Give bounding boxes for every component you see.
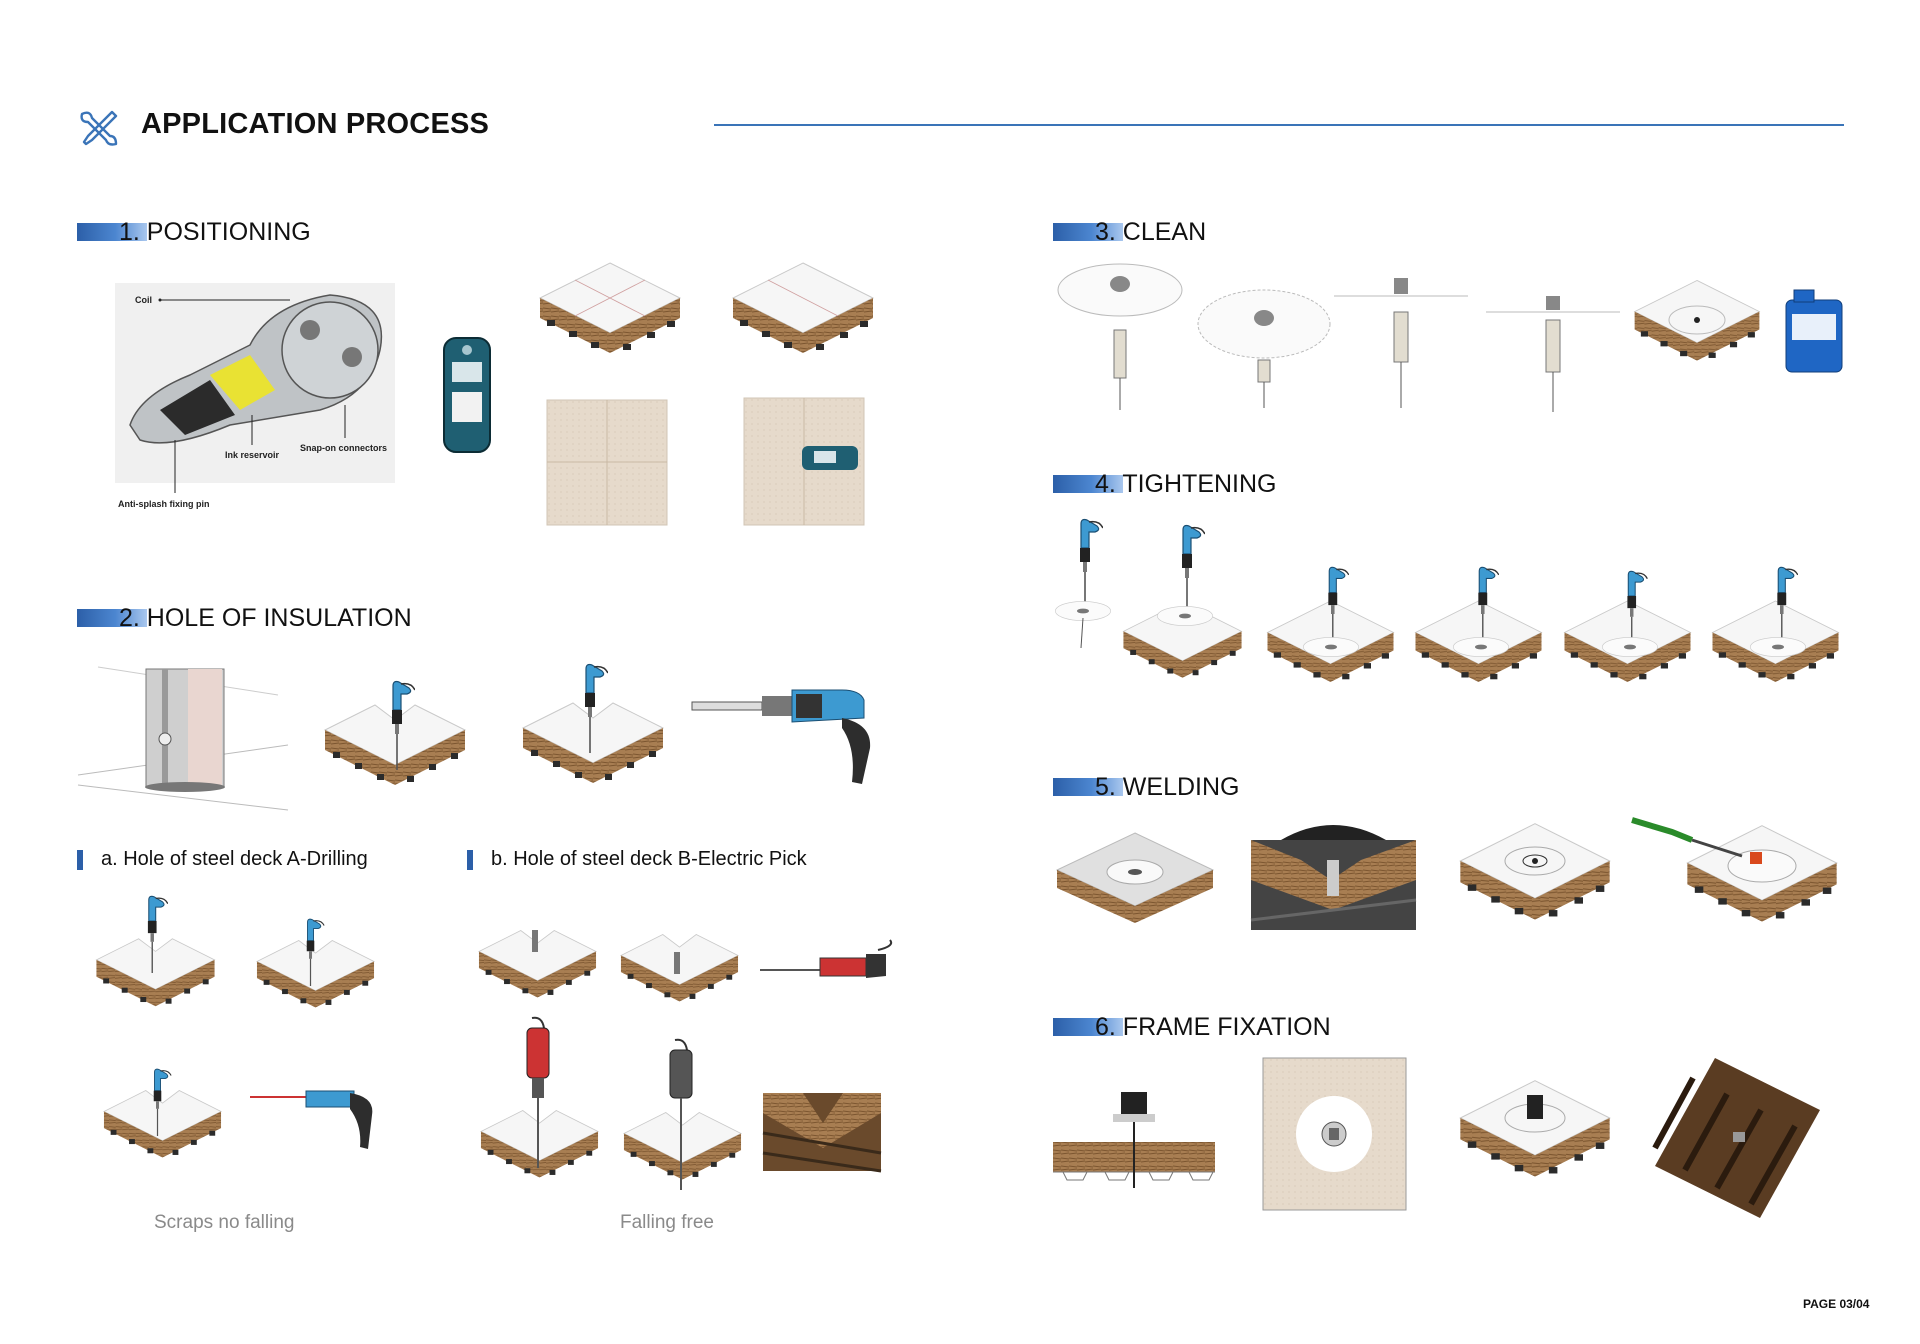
steel-deck-bottom-view	[1652, 1058, 1820, 1218]
section-title: 6. FRAME FIXATION	[1095, 1012, 1331, 1041]
insulation-block-marked-2	[728, 258, 878, 368]
label-snap-on-connectors: Snap-on connectors	[300, 443, 387, 453]
label-anti-splash-pin: Anti-splash fixing pin	[118, 499, 210, 509]
caption-scraps-no-falling: Scraps no falling	[154, 1212, 295, 1233]
welding-step-4	[1631, 817, 1838, 923]
section-frame-heading: 6. FRAME FIXATION	[1053, 1013, 1331, 1041]
tighten-step-1	[1055, 518, 1111, 649]
drill-step-a2	[256, 918, 375, 1008]
tighten-step-5	[1564, 570, 1691, 683]
cleaning-agent-canister	[1785, 289, 1843, 373]
section-welding-heading: 5. WELDING	[1053, 773, 1239, 801]
washer-step-1	[1057, 263, 1183, 410]
wall-scanner-image	[442, 336, 492, 454]
board-top-view-scanner	[743, 397, 865, 526]
drill-step-a4	[250, 1090, 373, 1149]
tighten-step-2	[1122, 524, 1243, 679]
frame-top-view	[1262, 1057, 1407, 1211]
pick-step-b1	[478, 930, 597, 998]
section-hole-heading: 2. HOLE OF INSULATION	[77, 604, 412, 632]
tools-icon	[76, 108, 120, 150]
section-title: 4. TIGHTENING	[1095, 469, 1277, 498]
frame-on-block	[1459, 1080, 1611, 1178]
welding-step-3	[1459, 823, 1611, 921]
hole-saw-image	[77, 666, 289, 811]
pick-step-b4	[480, 1016, 599, 1178]
welding-cutaway	[1250, 825, 1417, 930]
frame-cross-section	[1053, 1092, 1215, 1188]
pick-step-b5	[623, 1038, 742, 1190]
section-clean-heading: 3. CLEAN	[1053, 218, 1206, 246]
subsection-a-title: a. Hole of steel deck A-Drilling	[101, 848, 368, 870]
label-coil: Coil	[135, 295, 152, 305]
tighten-step-3	[1267, 566, 1394, 683]
drill-step-a1	[96, 895, 215, 1007]
pick-step-b3	[760, 939, 893, 978]
title-rule	[714, 124, 1844, 126]
page-number: PAGE 03/04	[1803, 1297, 1870, 1311]
chalk-line-tool-image: Coil Snap-on connectors Ink reservoir An…	[100, 275, 420, 515]
washer-step-2	[1197, 289, 1331, 408]
label-ink-reservoir: Ink reservoir	[225, 450, 280, 460]
pick-step-b2	[620, 934, 739, 1002]
section-positioning-heading: 1. POSITIONING	[77, 218, 311, 246]
section-title: 5. WELDING	[1095, 772, 1240, 801]
drill-step-a3	[103, 1068, 222, 1158]
section-tightening-heading: 4. TIGHTENING	[1053, 470, 1277, 498]
section-title: 2. HOLE OF INSULATION	[119, 603, 412, 632]
caption-falling-free: Falling free	[620, 1212, 714, 1233]
washer-step-4	[1486, 296, 1620, 412]
pick-cutaway-image	[762, 1093, 882, 1173]
section-title: 1. POSITIONING	[119, 217, 311, 246]
washer-step-3	[1334, 278, 1468, 408]
drilling-on-block-2	[522, 663, 664, 784]
welding-step-1	[1055, 832, 1215, 923]
insulation-block-marked-1	[535, 258, 685, 368]
cleaned-block	[1634, 280, 1760, 362]
hammer-drill-image	[691, 689, 871, 784]
tighten-step-4	[1415, 566, 1542, 683]
tighten-step-6	[1712, 566, 1839, 683]
drilling-on-block-1	[324, 680, 466, 786]
section-title: 3. CLEAN	[1095, 217, 1207, 246]
subsection-a-heading: a. Hole of steel deck A-Drilling	[77, 848, 368, 871]
page-title: APPLICATION PROCESS	[141, 108, 490, 140]
subsection-b-title: b. Hole of steel deck B-Electric Pick	[491, 848, 807, 870]
subsection-b-heading: b. Hole of steel deck B-Electric Pick	[467, 848, 807, 871]
board-top-view-grid	[546, 399, 668, 526]
